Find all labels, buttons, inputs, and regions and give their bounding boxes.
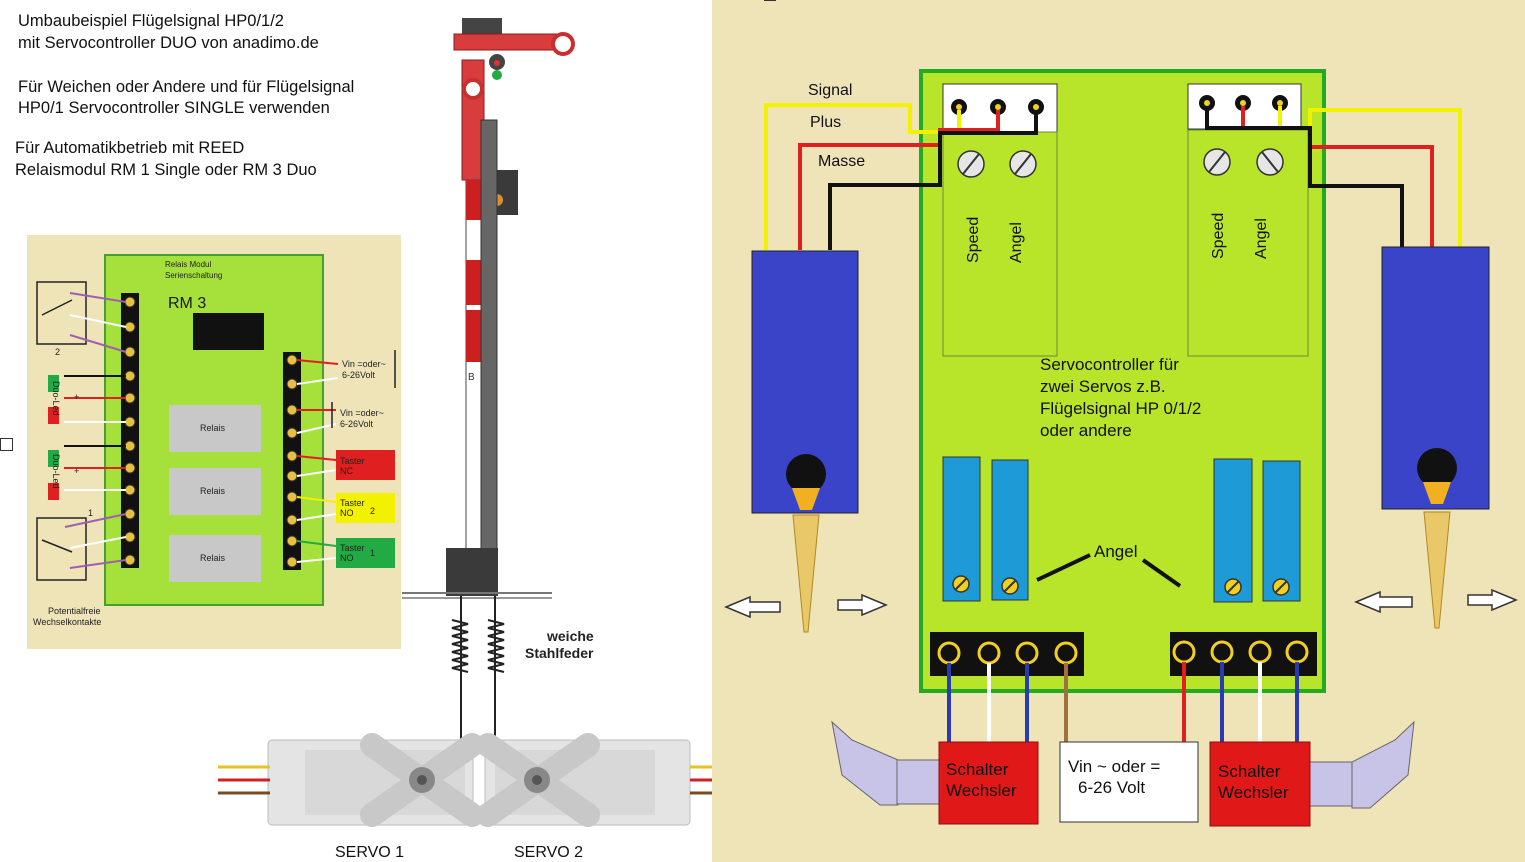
switch-1-frame — [36, 517, 87, 581]
controller-desc-line-1: Servocontroller für — [1040, 355, 1179, 374]
vin-voltage-1: 6-26Volt — [342, 370, 376, 380]
duo-led-2-green — [48, 450, 59, 467]
vin-label-1: Vin =oder~ — [342, 359, 386, 369]
spring-label-1: weiche — [547, 628, 594, 644]
relay-label-2: Relais — [200, 486, 226, 496]
vin-voltage-2: 6-26Volt — [340, 419, 374, 429]
relay-footer-line-1: Potentialfreie — [48, 606, 101, 616]
switch-lever-right — [1351, 720, 1415, 809]
taster-no-2-box — [336, 493, 395, 523]
switch-left-label-1: Schalter — [946, 760, 1009, 779]
servo-pair — [218, 733, 712, 827]
vin-box — [1059, 741, 1199, 823]
servo-2-label: SERVO 2 — [514, 844, 584, 861]
switch-1-number: 1 — [88, 508, 94, 518]
vin-controller-voltage: 6-26 Volt — [1078, 778, 1146, 797]
speed-label-left: Speed — [965, 216, 982, 263]
wire-plus-label: Plus — [810, 114, 842, 131]
taster-nc-type: NC — [340, 466, 353, 476]
relay-label-3: Relais — [200, 553, 226, 563]
taster-no-1-type: NO — [340, 553, 354, 563]
wire-ground-label: Masse — [818, 153, 866, 170]
speed-label-right: Speed — [1210, 212, 1227, 259]
controller-desc-line-2: zwei Servos z.B. — [1040, 377, 1166, 396]
angel-trimmer-label: Angel — [1094, 542, 1138, 561]
plus-label-2: + — [74, 466, 80, 476]
wire-signal-label: Signal — [808, 82, 853, 99]
plus-label-1: + — [74, 392, 80, 402]
relay-footer-line-2: Wechselkontakte — [33, 617, 102, 627]
intro-line-4: HP0/1 Servocontroller SINGLE verwenden — [18, 99, 330, 117]
duo-led-1-red — [48, 407, 59, 424]
trimmer-2 — [991, 459, 1029, 601]
taster-no-2-type: NO — [340, 508, 354, 518]
semaphore-signal — [446, 18, 575, 596]
intro-line-2: mit Servocontroller DUO von anadimo.de — [18, 34, 319, 52]
vin-label-2: Vin =oder~ — [340, 408, 384, 418]
intro-line-5: Für Automatikbetrieb mit REED — [15, 139, 245, 157]
intro-line-6: Relaismodul RM 1 Single oder RM 3 Duo — [15, 161, 317, 179]
relay-module-subtitle: Serienschaltung — [165, 271, 223, 280]
taster-no-1-box — [336, 538, 395, 568]
spring-label-2: Stahlfeder — [525, 645, 594, 661]
selection-handle-left — [0, 438, 13, 451]
relay-box-3 — [169, 535, 261, 582]
duo-led-label-1: Duo-Led — [51, 381, 61, 416]
servo-arm-right — [1423, 511, 1451, 629]
switch-box-right — [1209, 741, 1311, 827]
relay-box-1 — [169, 405, 261, 452]
servo-arm-left — [792, 514, 820, 633]
selection-handle-top — [764, 0, 776, 1]
taster-no-1-number: 1 — [370, 548, 376, 558]
taster-nc-label: Taster — [340, 456, 365, 466]
duo-led-1-green — [48, 375, 59, 392]
trimmer-3 — [1213, 458, 1253, 603]
angel-label-left: Angel — [1008, 222, 1025, 263]
relay-chip — [193, 313, 264, 350]
trimmer-4 — [1262, 460, 1301, 602]
signal-letter: B — [468, 372, 475, 383]
controller-desc-line-4: oder andere — [1040, 421, 1132, 440]
switch-right-label-2: Wechsler — [1218, 783, 1289, 802]
servo-1-label: SERVO 1 — [335, 844, 405, 861]
switch-2-number: 2 — [55, 347, 61, 357]
taster-no-1-label: Taster — [340, 543, 365, 553]
switch-box-left — [938, 741, 1039, 825]
switch-2-frame — [36, 281, 87, 345]
duo-led-label-2: Duo-Led — [51, 454, 61, 489]
switch-left-label-2: Wechsler — [946, 781, 1017, 800]
intro-line-3: Für Weichen oder Andere und für Flügelsi… — [18, 78, 355, 96]
intro-line-1: Umbaubeispiel Flügelsignal HP0/1/2 — [18, 12, 284, 30]
relay-box-2 — [169, 468, 261, 515]
relay-terminal-strip-left — [121, 293, 139, 568]
taster-nc-box — [336, 450, 395, 480]
duo-led-2-red — [48, 483, 59, 500]
steel-springs — [451, 596, 505, 740]
relay-label-1: Relais — [200, 423, 226, 433]
taster-no-2-label: Taster — [340, 498, 365, 508]
switch-lever-left — [831, 720, 899, 806]
controller-desc-line-3: Flügelsignal HP 0/1/2 — [1040, 399, 1202, 418]
switch-right-label-1: Schalter — [1218, 762, 1281, 781]
relay-module-name: RM 3 — [168, 295, 207, 312]
angel-label-right: Angel — [1253, 218, 1270, 259]
relay-module-title: Relais Modul — [165, 260, 212, 269]
vin-controller-label: Vin ~ oder = — [1068, 757, 1161, 776]
taster-no-2-number: 2 — [370, 506, 376, 516]
